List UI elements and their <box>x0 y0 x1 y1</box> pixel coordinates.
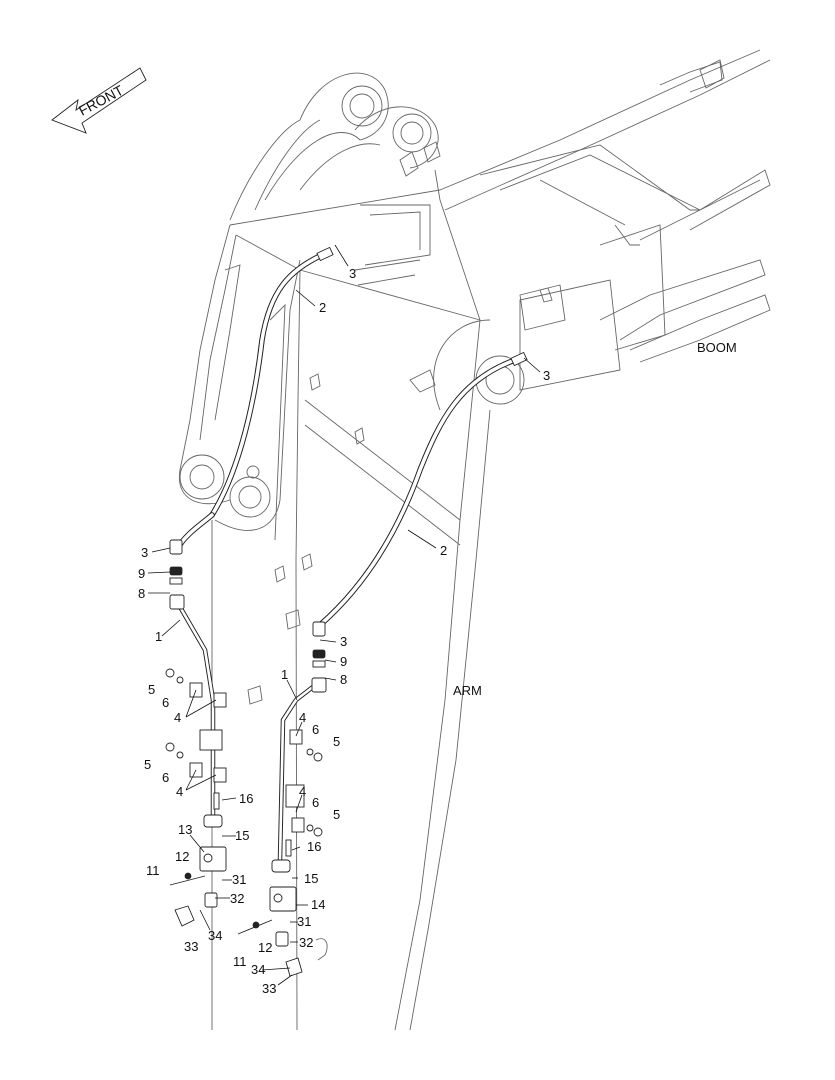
callout-33: 33 <box>262 981 276 996</box>
hose-2-upper <box>209 252 325 518</box>
callout-4: 4 <box>176 784 183 799</box>
hose-2-left-lead <box>175 512 215 551</box>
callout-4: 4 <box>174 710 181 725</box>
boom-structure <box>439 49 771 391</box>
callout-6: 6 <box>312 722 319 737</box>
callout-32: 32 <box>299 935 313 950</box>
callout-31: 31 <box>297 914 311 929</box>
callout-11: 11 <box>233 954 247 969</box>
fitting-upper <box>316 246 334 262</box>
callout-2: 2 <box>319 300 326 315</box>
callout-5: 5 <box>333 734 340 749</box>
callout-12: 12 <box>258 940 272 955</box>
callout-5: 5 <box>148 682 155 697</box>
callout-6: 6 <box>312 795 319 810</box>
callout-2: 2 <box>440 543 447 558</box>
fitting-right <box>510 351 528 367</box>
callout-4: 4 <box>299 784 306 799</box>
pipe-1-right <box>277 680 321 863</box>
callout-16: 16 <box>307 839 321 854</box>
callout-8: 8 <box>138 586 145 601</box>
callout-12: 12 <box>175 849 189 864</box>
callout-5: 5 <box>333 807 340 822</box>
callout-31: 31 <box>232 872 246 887</box>
boom-label: BOOM <box>697 340 737 355</box>
callout-15: 15 <box>304 871 318 886</box>
callout-34: 34 <box>208 928 222 943</box>
callout-3: 3 <box>349 266 356 281</box>
callout-14: 14 <box>311 897 325 912</box>
callout-6: 6 <box>162 695 169 710</box>
leader-lines <box>147 244 541 986</box>
callout-34: 34 <box>251 962 265 977</box>
callout-15: 15 <box>235 828 249 843</box>
left-fitting-stack <box>165 539 227 927</box>
front-label: FRONT <box>76 82 126 119</box>
front-arrow-icon: FRONT <box>51 67 147 134</box>
callout-3: 3 <box>543 368 550 383</box>
callout-33: 33 <box>184 939 198 954</box>
callout-5: 5 <box>144 757 151 772</box>
arm-label: ARM <box>453 683 482 698</box>
callout-1: 1 <box>281 667 288 682</box>
callout-9: 9 <box>340 654 347 669</box>
arm-structure <box>178 224 566 1031</box>
callout-13: 13 <box>178 822 192 837</box>
callout-6: 6 <box>162 770 169 785</box>
callout-numbers: 3 2 3 2 3 9 8 1 5 6 4 5 6 4 16 13 15 12 … <box>138 266 550 996</box>
right-fitting-stack <box>237 621 327 977</box>
arm-upper-bracket <box>229 72 481 321</box>
callout-9: 9 <box>138 566 145 581</box>
callout-1: 1 <box>155 629 162 644</box>
callout-16: 16 <box>239 791 253 806</box>
callout-3: 3 <box>340 634 347 649</box>
callout-3: 3 <box>141 545 148 560</box>
callout-32: 32 <box>230 891 244 906</box>
hose-2-lower <box>317 357 518 628</box>
callout-8: 8 <box>340 672 347 687</box>
callout-4: 4 <box>299 710 306 725</box>
callout-11: 11 <box>146 863 160 878</box>
pipe-1-left <box>173 597 216 818</box>
